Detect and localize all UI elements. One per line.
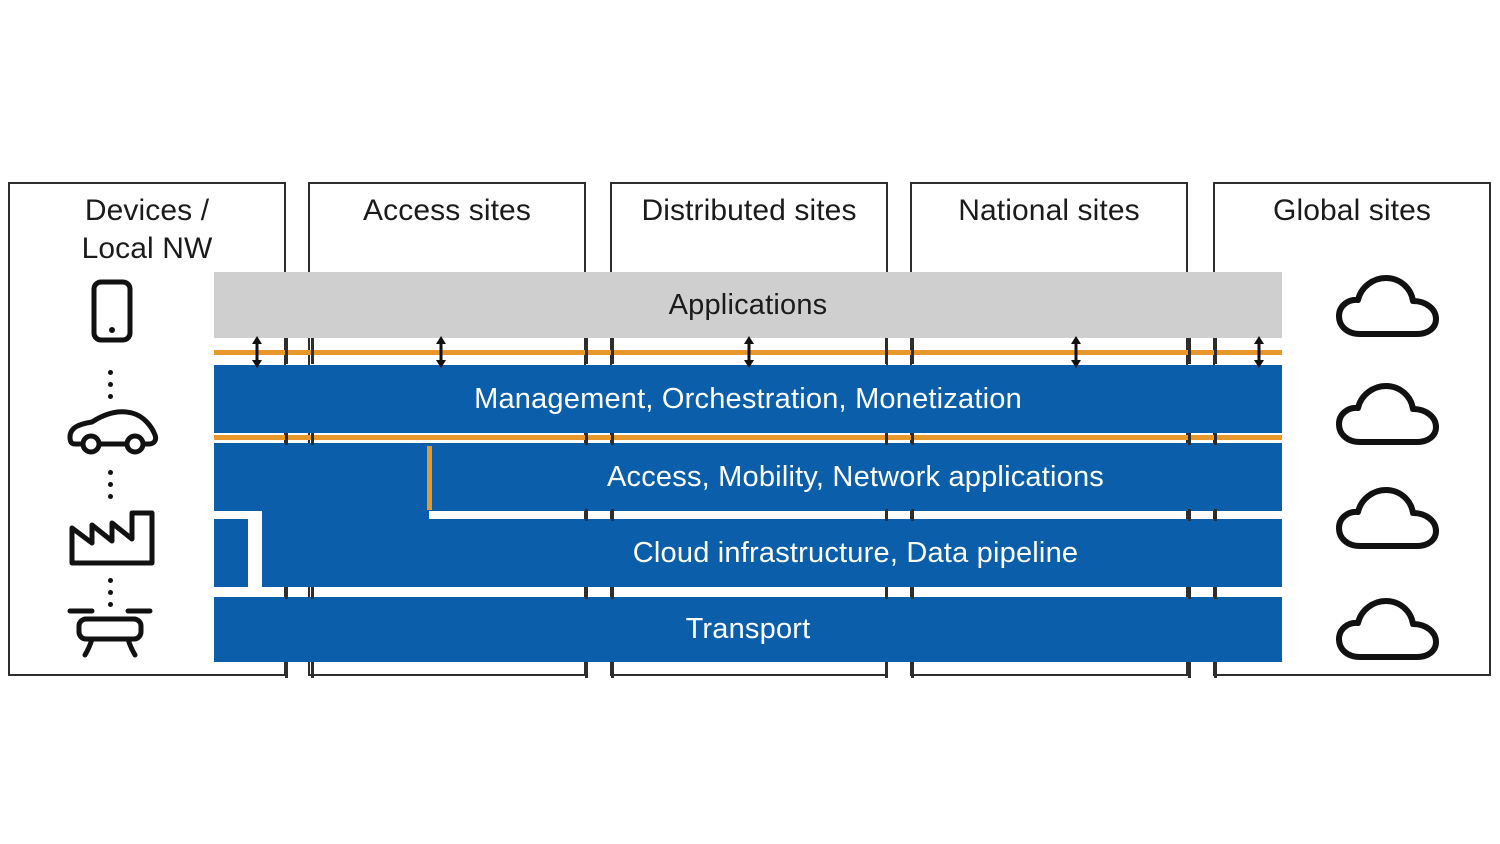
column-title-global: Global sites [1273, 194, 1431, 227]
column-separator-tick [885, 338, 888, 364]
ellipsis-dots-1 [108, 370, 113, 399]
column-separator-tick [1188, 587, 1191, 599]
column-separator-tick [585, 338, 588, 364]
column-separator-tick [585, 662, 588, 678]
column-title-devices: Devices / Local NW [81, 194, 213, 266]
column-separator-tick [1214, 433, 1217, 445]
column-separator-tick [285, 338, 288, 364]
double-arrow-icon [433, 336, 449, 368]
merged-block-amna-left [214, 443, 429, 511]
layer-bar-applications[interactable]: Applications [214, 272, 1282, 338]
column-separator-tick [285, 587, 288, 599]
column-separator-tick [1214, 662, 1217, 678]
column-separator-tick [911, 338, 914, 364]
layer-bar-amna[interactable]: Access, Mobility, Network applications [429, 443, 1282, 511]
column-separator-tick [885, 509, 888, 521]
column-separator-tick [311, 433, 314, 445]
column-title-national: National sites [958, 194, 1140, 227]
factory-icon [68, 502, 156, 566]
cloud-icon [1335, 597, 1441, 661]
layer-bar-cloud[interactable]: Cloud infrastructure, Data pipeline [429, 519, 1282, 587]
column-separator-tick [885, 587, 888, 599]
drone-icon [64, 602, 156, 658]
car-icon [64, 405, 160, 455]
merged-block-cloud-left [262, 519, 429, 587]
column-separator-tick [885, 433, 888, 445]
column-separator-tick [611, 509, 614, 521]
column-title-distributed: Distributed sites [641, 194, 857, 227]
column-separator-tick [1214, 338, 1217, 364]
layer-label-applications: Applications [668, 288, 828, 321]
column-separator-tick [1188, 433, 1191, 445]
layer-label-transport: Transport [685, 613, 811, 645]
column-separator-tick [611, 338, 614, 364]
column-separator-tick [585, 587, 588, 599]
column-separator-tick [311, 587, 314, 599]
orange-separator-mom-amna [214, 435, 1282, 440]
column-separator-tick [611, 662, 614, 678]
column-separator-tick [1188, 662, 1191, 678]
column-separator-tick [311, 662, 314, 678]
column-separator-tick [885, 662, 888, 678]
cloud-icon [1335, 486, 1441, 550]
column-separator-tick [911, 509, 914, 521]
column-title-access: Access sites [363, 194, 531, 227]
ellipsis-dots-2 [108, 470, 113, 499]
double-arrow-icon [1068, 336, 1084, 368]
layer-label-mom: Management, Orchestration, Monetization [474, 382, 1022, 415]
smartphone-icon [90, 278, 134, 344]
layer-bar-transport[interactable]: Transport [214, 597, 1282, 662]
merged-block-cloud-far-left [214, 519, 248, 587]
column-separator-tick [285, 433, 288, 445]
column-separator-tick [911, 662, 914, 678]
column-separator-tick [311, 338, 314, 364]
column-separator-tick [285, 662, 288, 678]
column-separator-tick [911, 433, 914, 445]
cloud-icon [1335, 274, 1441, 338]
double-arrow-icon [1251, 336, 1267, 368]
layer-label-amna: Access, Mobility, Network applications [606, 460, 1105, 493]
cloud-icon [1335, 382, 1441, 446]
column-separator-tick [1214, 509, 1217, 521]
layer-label-cloud: Cloud infrastructure, Data pipeline [632, 536, 1079, 569]
column-separator-tick [1188, 338, 1191, 364]
column-separator-tick [911, 587, 914, 599]
double-arrow-icon [741, 336, 757, 368]
layer-bar-mom[interactable]: Management, Orchestration, Monetization [214, 365, 1282, 433]
column-separator-tick [611, 587, 614, 599]
column-separator-tick [585, 433, 588, 445]
merged-block-bridge [262, 511, 429, 521]
column-separator-tick [585, 509, 588, 521]
column-separator-tick [1188, 509, 1191, 521]
ellipsis-dots-3 [108, 578, 113, 607]
column-separator-tick [611, 433, 614, 445]
column-separator-tick [1214, 587, 1217, 599]
double-arrow-icon [249, 336, 265, 368]
orange-vertical-divider-amna [427, 446, 432, 510]
